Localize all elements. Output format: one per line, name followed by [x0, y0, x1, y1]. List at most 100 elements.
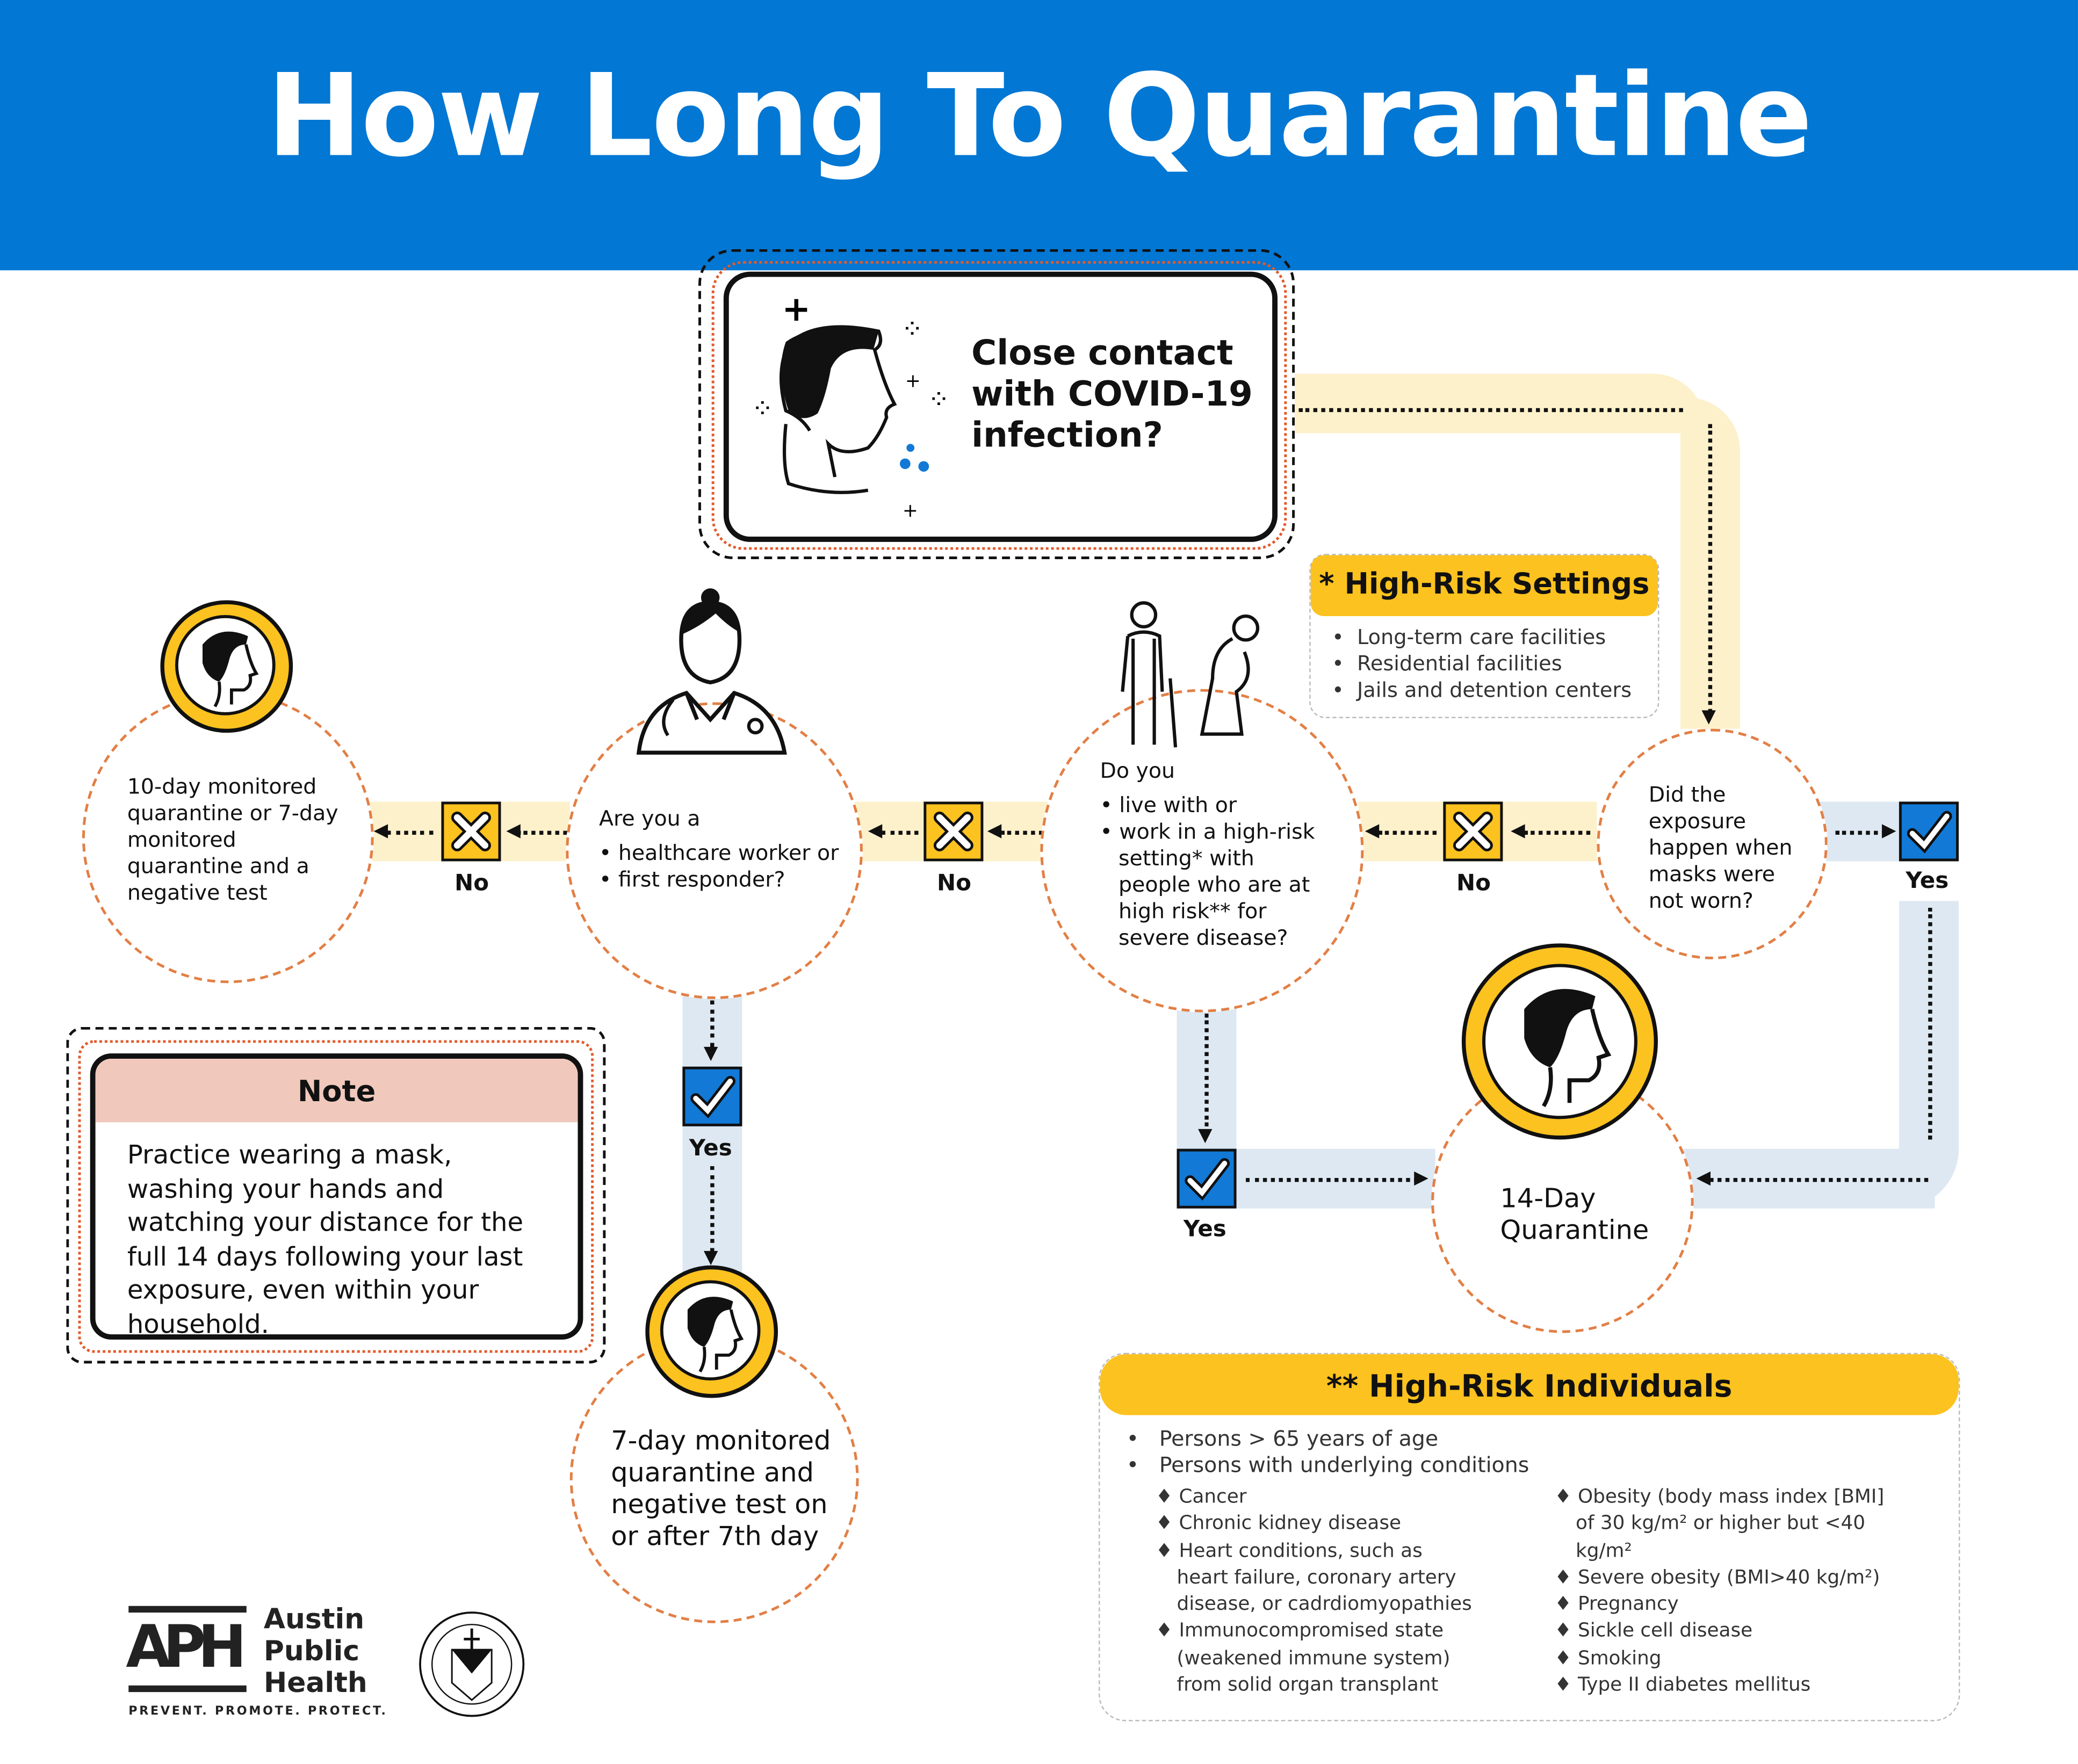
dotted-line — [710, 1000, 715, 1047]
settings-item: • Residential facilities — [1332, 652, 1562, 676]
page-title: How Long To Quarantine — [266, 50, 1813, 183]
header-banner — [0, 0, 2078, 271]
person-head-icon — [175, 615, 276, 715]
condition-item: ♦ Pregnancy — [1554, 1594, 1679, 1616]
logo-abbr: APH — [126, 1614, 247, 1682]
condition-item: ♦ Chronic kidney disease — [1156, 1513, 1402, 1535]
arrow-left-icon: ◀ — [506, 820, 521, 842]
note-box-border — [78, 1040, 594, 1353]
condition-item: ♦ Sickle cell disease — [1554, 1621, 1753, 1643]
individual-item: • Persons with underlying conditions — [1126, 1452, 1529, 1478]
yes-label: Yes — [689, 1136, 732, 1162]
question-live-work-circle — [1040, 689, 1364, 1013]
condition-item: ♦ Type II diabetes mellitus — [1554, 1675, 1811, 1696]
condition-text: Chronic kidney disease — [1179, 1513, 1402, 1535]
healthcare-worker-icon — [636, 588, 787, 755]
yes-check-icon — [1177, 1148, 1237, 1209]
dotted-line — [1708, 424, 1713, 713]
outcome-fourteen-day-text: 14-Day Quarantine — [1500, 1182, 1649, 1246]
option-text: work in a high-risk setting* with people… — [1118, 819, 1315, 950]
option-text: live with or — [1119, 792, 1237, 818]
start-box-border — [711, 261, 1287, 550]
question-option: • work in a high-risk setting* with peop… — [1100, 819, 1315, 950]
dotted-line — [1298, 408, 1683, 413]
high-risk-individuals-heading: ** High-Risk Individuals — [1100, 1354, 1959, 1415]
no-label: No — [937, 870, 971, 898]
arrow-left-icon: ◀ — [868, 820, 883, 842]
yes-check-icon — [1899, 801, 1959, 862]
high-risk-individuals-box: ** High-Risk Individuals • Persons > 65 … — [1098, 1353, 1960, 1722]
city-of-austin-seal — [419, 1611, 525, 1717]
no-x-icon — [923, 801, 984, 862]
arrow-left-icon: ◀ — [1696, 1167, 1711, 1189]
settings-item-text: Jails and detention centers — [1357, 678, 1632, 703]
dotted-line — [881, 830, 919, 835]
arrow-down-icon: ▼ — [1197, 1125, 1213, 1146]
arrow-left-icon: ◀ — [1511, 820, 1525, 842]
logo-tagline: PREVENT. PROMOTE. PROTECT. — [128, 1705, 388, 1719]
logo-bar — [128, 1606, 247, 1613]
dotted-line — [1000, 830, 1051, 835]
question-intro: Are you a — [598, 805, 701, 831]
svg-text:+: + — [905, 370, 921, 392]
arrow-down-icon: ▼ — [1701, 706, 1716, 728]
no-label: No — [1456, 870, 1491, 898]
condition-item: ♦ Cancer — [1156, 1486, 1247, 1508]
settings-item-text: Long-term care facilities — [1357, 625, 1606, 649]
condition-text: Pregnancy — [1577, 1594, 1679, 1616]
condition-text: Obesity (body mass index [BMI] of 30 kg/… — [1576, 1486, 1885, 1562]
yes-check-icon — [682, 1066, 742, 1126]
outcome-seven-day-text: 7-day monitored quarantine and negative … — [611, 1424, 831, 1552]
condition-item: ♦ Smoking — [1554, 1648, 1662, 1669]
arrow-down-icon: ▼ — [703, 1043, 718, 1064]
dotted-line — [710, 1166, 715, 1253]
condition-text: Type II diabetes mellitus — [1577, 1675, 1811, 1696]
note-heading: Note — [95, 1058, 578, 1123]
dotted-line — [1378, 830, 1437, 835]
aph-logo: APH Austin Public Health PREVENT. PROMOT… — [126, 1603, 386, 1723]
condition-item: ♦ Obesity (body mass index [BMI] of 30 k… — [1554, 1486, 1885, 1562]
condition-text: Cancer — [1179, 1486, 1247, 1508]
high-risk-settings-heading: * High-Risk Settings — [1310, 555, 1658, 617]
arrow-left-icon: ◀ — [1365, 820, 1380, 842]
condition-item: ♦ Heart conditions, such as heart failur… — [1156, 1540, 1472, 1616]
condition-text: Immunocompromised state (weakened immune… — [1177, 1621, 1451, 1696]
logo-bar — [128, 1685, 247, 1693]
outcome-ten-day-circle — [82, 691, 374, 984]
elderly-people-icon — [1121, 601, 1260, 748]
dotted-line — [1835, 830, 1886, 835]
note-body: Practice wearing a mask, washing your ha… — [127, 1139, 524, 1339]
question-intro: Do you — [1100, 758, 1175, 783]
option-text: healthcare worker or — [618, 840, 839, 865]
arrow-right-icon: ▶ — [1414, 1167, 1428, 1189]
no-x-icon — [441, 801, 501, 862]
high-risk-settings-box: * High-Risk Settings • Long-term care fa… — [1309, 554, 1659, 719]
svg-text:⁘: ⁘ — [752, 393, 774, 424]
no-label: No — [454, 870, 489, 898]
dotted-line — [1204, 1014, 1209, 1126]
dotted-line — [1524, 830, 1591, 835]
question-option: • first responder? — [598, 866, 785, 892]
question-live-work-text: Do you • live with or • work in a high-r… — [1100, 758, 1332, 951]
arrow-left-icon: ◀ — [987, 820, 1002, 842]
svg-text:⁘: ⁘ — [928, 384, 950, 415]
dotted-line — [1928, 907, 1932, 1140]
individual-item-text: Persons > 65 years of age — [1159, 1426, 1439, 1451]
logo-line: Health — [263, 1667, 367, 1699]
individual-item-text: Persons with underlying conditions — [1159, 1452, 1529, 1478]
settings-item: • Jails and detention centers — [1332, 678, 1632, 703]
yes-label: Yes — [1906, 867, 1949, 895]
logo-line: Public — [263, 1635, 360, 1667]
dotted-line — [1245, 1177, 1418, 1182]
condition-item: ♦ Severe obesity (BMI>40 kg/m²) — [1554, 1567, 1880, 1589]
path-yellow-top — [1295, 373, 1706, 433]
person-head-icon — [660, 1280, 761, 1380]
question-option: • live with or — [1100, 792, 1237, 818]
condition-text: Smoking — [1577, 1648, 1662, 1669]
dotted-line — [387, 830, 434, 835]
dotted-line — [517, 830, 567, 835]
settings-item: • Long-term care facilities — [1332, 625, 1606, 649]
no-x-icon — [1443, 801, 1503, 862]
condition-text: Heart conditions, such as heart failure,… — [1177, 1540, 1472, 1616]
